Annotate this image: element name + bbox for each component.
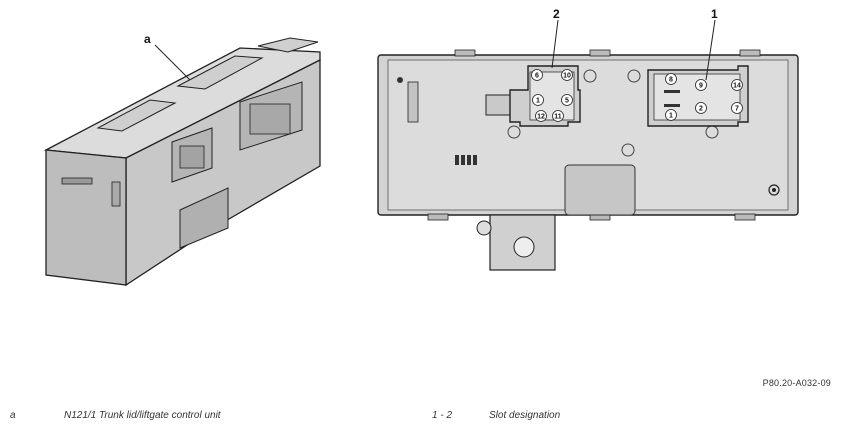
figure-code: P80.20-A032-09: [762, 378, 831, 388]
connector-slot-1: [647, 65, 749, 127]
connector-1-pin-label-1: 1: [669, 113, 673, 120]
connector-1-pins: 8 9 14 2 7 1: [665, 73, 743, 121]
connector-2-pin-label-1: 1: [536, 98, 540, 105]
connector-2-pin-marker-6: [531, 69, 543, 81]
connector-1-pin-label-9: 9: [699, 83, 703, 90]
callout-slot-1: 1: [711, 7, 718, 21]
connector-2-pin-label-6: 6: [535, 73, 539, 80]
connector-1-pin-marker-8: [665, 73, 677, 85]
control-unit-3d-view: [43, 37, 321, 287]
connector-2-pin-marker-10: [561, 69, 573, 81]
connector-1-pin-marker-7: [731, 102, 743, 114]
connector-2-pin-marker-12: [535, 110, 547, 122]
legend-text-a: N121/1 Trunk lid/liftgate control unit: [64, 410, 221, 421]
callout-a: a: [144, 32, 151, 46]
connector-2-pin-label-5: 5: [565, 98, 569, 105]
connector-1-pin-marker-9: [695, 79, 707, 91]
legend-key-a: a: [10, 410, 16, 421]
connector-2-pin-marker-5: [561, 94, 573, 106]
legend-key-slots: 1 - 2: [432, 410, 453, 421]
connector-1-pin-label-14: 14: [733, 83, 741, 90]
control-unit-front-view: [377, 19, 799, 271]
connector-1-pin-label-2: 2: [699, 106, 703, 113]
connector-1-pin-marker-2: [695, 102, 707, 114]
connector-2-pin-label-11: 11: [554, 114, 562, 121]
callout-slot-2: 2: [553, 7, 560, 21]
connector-2-pins: 6 10 1 5 12 11: [531, 69, 573, 122]
connector-2-pin-marker-11: [552, 110, 564, 122]
connector-1-pin-marker-14: [731, 79, 743, 91]
connector-1-pin-marker-1: [665, 109, 677, 121]
legend-text-slots: Slot designation: [489, 410, 561, 421]
connector-1-pin-label-7: 7: [735, 106, 739, 113]
connector-2-pin-label-10: 10: [563, 73, 571, 80]
connector-1-pin-label-8: 8: [669, 77, 673, 84]
connector-2-pin-label-12: 12: [537, 114, 545, 121]
connector-2-pin-marker-1: [532, 94, 544, 106]
